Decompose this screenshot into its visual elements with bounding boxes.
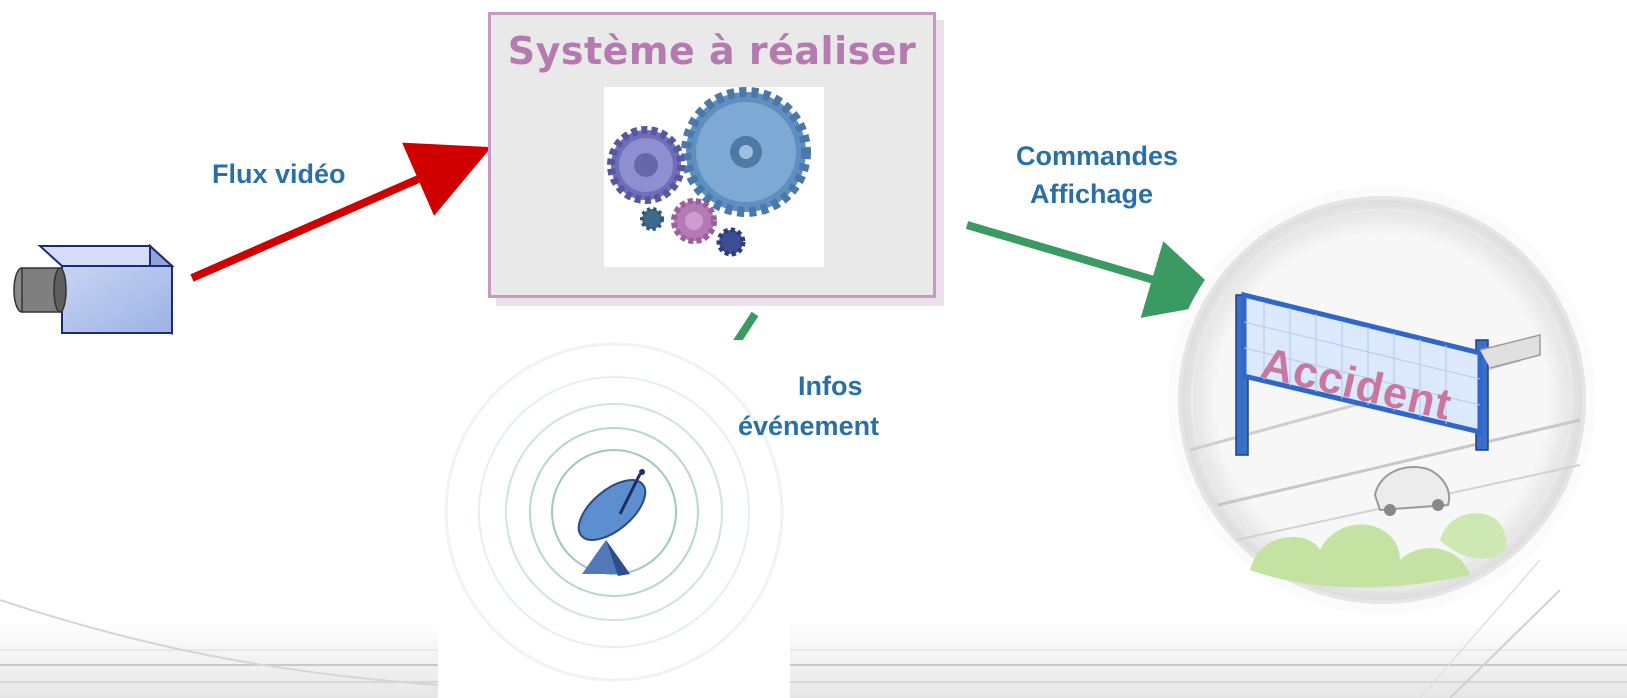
commands-flow-arrow: [965, 221, 1229, 318]
video-flow-arrow: [190, 142, 492, 282]
video-camera-icon: [13, 243, 175, 336]
gears-icon: [604, 87, 824, 267]
background-bands: [0, 559, 1627, 698]
system-box: Système à réaliser: [488, 12, 936, 298]
commands-flow-label-line1: Commandes: [1016, 141, 1179, 171]
info-flow-label-line2: événement: [738, 411, 880, 441]
video-flow-label: Flux vidéo: [212, 159, 346, 189]
highway-sign-icon: [1168, 186, 1596, 614]
system-title: Système à réaliser: [507, 29, 917, 73]
commands-flow-label-line2: Affichage: [1030, 179, 1154, 209]
satellite-dish-icon: [438, 340, 790, 698]
info-flow-label-line1: Infos: [798, 371, 863, 401]
